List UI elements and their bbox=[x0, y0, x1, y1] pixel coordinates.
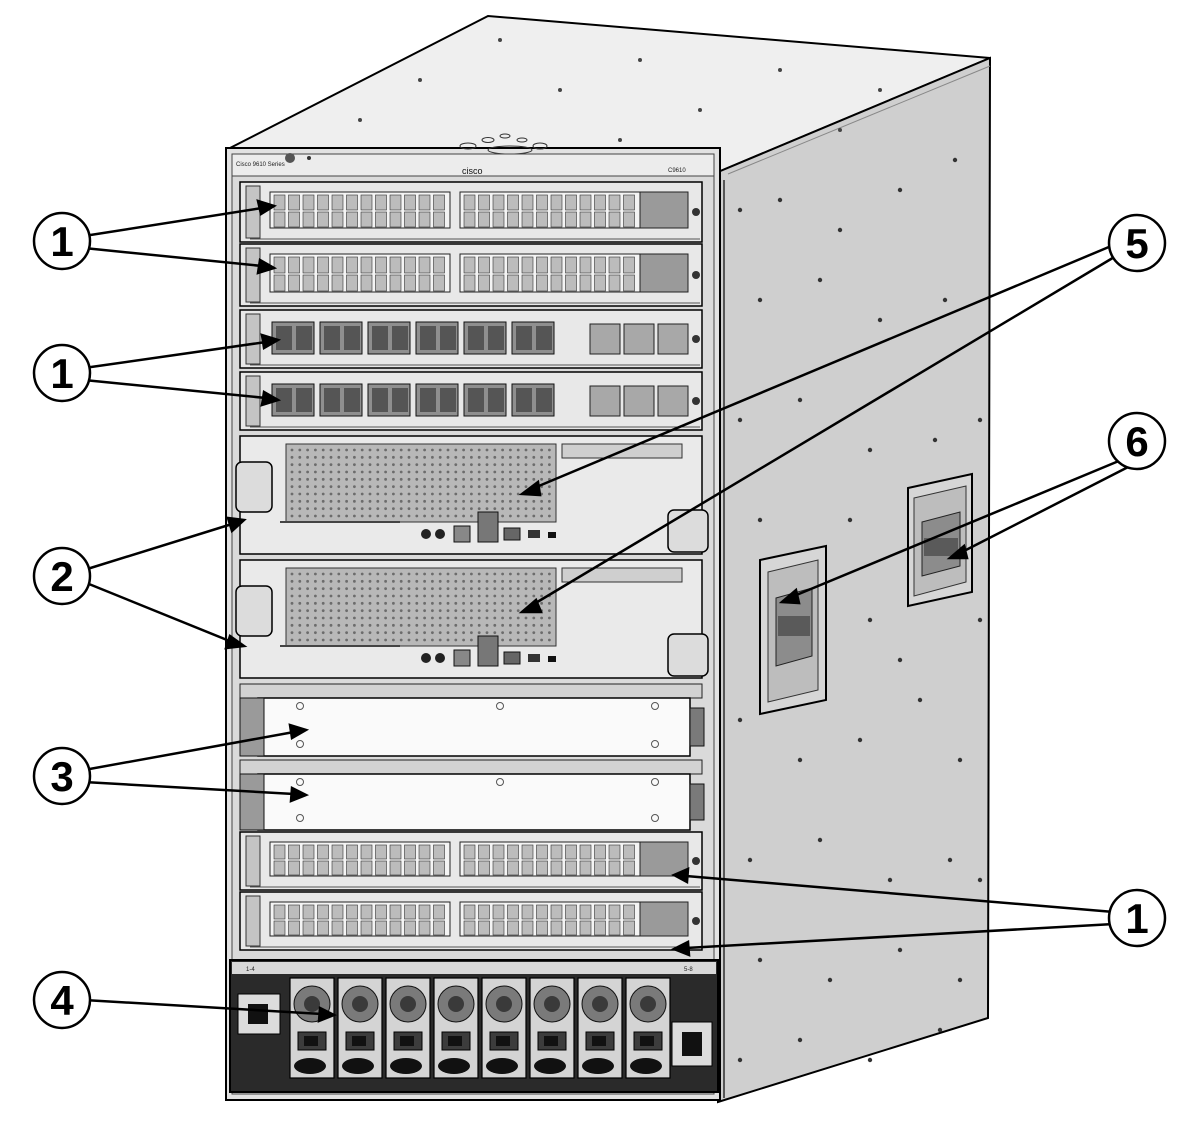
supervisor-slot-5 bbox=[235, 435, 709, 555]
side-screw bbox=[797, 757, 803, 763]
side-screw bbox=[757, 957, 763, 963]
side-screw bbox=[737, 717, 743, 723]
side-panel-screws bbox=[358, 38, 983, 1063]
power-supply-unit bbox=[529, 977, 575, 1079]
supervisor-slot-6 bbox=[235, 559, 709, 679]
side-screw bbox=[817, 837, 823, 843]
line-card-slot-3 bbox=[239, 309, 703, 369]
side-screw bbox=[757, 517, 763, 523]
side-screw bbox=[837, 227, 843, 233]
line-card-slot-1 bbox=[239, 181, 703, 243]
supervisor-model-label: C9610 bbox=[668, 168, 686, 174]
side-screw bbox=[827, 977, 833, 983]
power-supply-units bbox=[289, 977, 671, 1079]
side-handle-rear bbox=[907, 472, 973, 608]
side-screw bbox=[747, 857, 753, 863]
side-screw bbox=[867, 617, 873, 623]
line-card-slot-2 bbox=[239, 243, 703, 307]
side-screw bbox=[737, 207, 743, 213]
callout-3: 3 bbox=[32, 746, 92, 806]
power-supply-unit bbox=[337, 977, 383, 1079]
power-supply-unit bbox=[625, 977, 671, 1079]
power-supply-unit bbox=[433, 977, 479, 1079]
side-screw bbox=[977, 417, 983, 423]
side-screw bbox=[957, 977, 963, 983]
top-screw bbox=[418, 78, 422, 82]
callout-number: 1 bbox=[50, 350, 73, 397]
top-screw bbox=[778, 68, 782, 72]
side-screw bbox=[942, 297, 948, 303]
side-screw bbox=[817, 277, 823, 283]
side-screw bbox=[797, 397, 803, 403]
blank-slot-7 bbox=[239, 683, 705, 757]
callout-number: 2 bbox=[50, 553, 73, 600]
side-screw bbox=[877, 317, 883, 323]
psu-bank-right-label: 5-8 bbox=[684, 967, 693, 973]
side-screw bbox=[977, 617, 983, 623]
psu-bank-left-label: 1-4 bbox=[246, 967, 255, 973]
top-screw bbox=[638, 58, 642, 62]
callout-number: 5 bbox=[1125, 220, 1148, 267]
side-screw bbox=[957, 757, 963, 763]
brand-label: cisco bbox=[462, 166, 483, 176]
side-screw bbox=[977, 877, 983, 883]
front-header: Cisco 9610 Series cisco C9610 bbox=[231, 153, 715, 177]
top-screw bbox=[498, 38, 502, 42]
side-screw bbox=[867, 447, 873, 453]
chassis-model-label: Cisco 9610 Series bbox=[236, 162, 285, 168]
callout-number: 4 bbox=[50, 977, 74, 1024]
side-screw bbox=[897, 657, 903, 663]
top-cisco-logo bbox=[459, 133, 548, 155]
callout-1-top: 1 bbox=[32, 211, 92, 271]
top-screw bbox=[358, 118, 362, 122]
top-screw bbox=[878, 88, 882, 92]
side-screw bbox=[847, 517, 853, 523]
side-screw bbox=[857, 737, 863, 743]
power-supply-unit bbox=[577, 977, 623, 1079]
callout-1-middle: 1 bbox=[32, 343, 92, 403]
callout-2: 2 bbox=[32, 546, 92, 606]
blank-slot-8 bbox=[239, 759, 705, 831]
callout-number: 1 bbox=[50, 218, 73, 265]
power-supply-bay: 1-4 5-8 bbox=[229, 959, 719, 1093]
line-card-slot-10 bbox=[239, 891, 703, 951]
top-screw bbox=[698, 108, 702, 112]
side-screw bbox=[867, 1057, 873, 1063]
callout-6: 6 bbox=[1107, 411, 1167, 471]
callout-leader-lines bbox=[83, 199, 1135, 1023]
callout-number: 3 bbox=[50, 753, 73, 800]
side-screw bbox=[777, 197, 783, 203]
side-screw bbox=[947, 857, 953, 863]
top-screw bbox=[838, 128, 842, 132]
line-card-slot-9 bbox=[239, 831, 703, 891]
power-supply-unit bbox=[385, 977, 431, 1079]
callout-number: 6 bbox=[1125, 418, 1148, 465]
side-screw bbox=[757, 297, 763, 303]
side-screw bbox=[897, 187, 903, 193]
module-slots bbox=[235, 181, 709, 951]
callout-number: 1 bbox=[1125, 895, 1148, 942]
side-handle-front bbox=[759, 544, 827, 716]
side-screw bbox=[917, 697, 923, 703]
side-screw bbox=[887, 877, 893, 883]
callout-5: 5 bbox=[1107, 213, 1167, 273]
callout-4: 4 bbox=[32, 970, 92, 1030]
power-supply-unit bbox=[289, 977, 335, 1079]
line-card-slot-4 bbox=[239, 371, 703, 431]
side-screw bbox=[937, 1027, 943, 1033]
side-screw bbox=[952, 157, 958, 163]
top-screw bbox=[618, 138, 622, 142]
side-screw bbox=[897, 947, 903, 953]
callout-1-bottom: 1 bbox=[1107, 888, 1167, 948]
side-screw bbox=[932, 437, 938, 443]
side-screw bbox=[737, 417, 743, 423]
side-screw bbox=[737, 1057, 743, 1063]
side-screw bbox=[797, 1037, 803, 1043]
power-supply-unit bbox=[481, 977, 527, 1079]
top-screw bbox=[558, 88, 562, 92]
